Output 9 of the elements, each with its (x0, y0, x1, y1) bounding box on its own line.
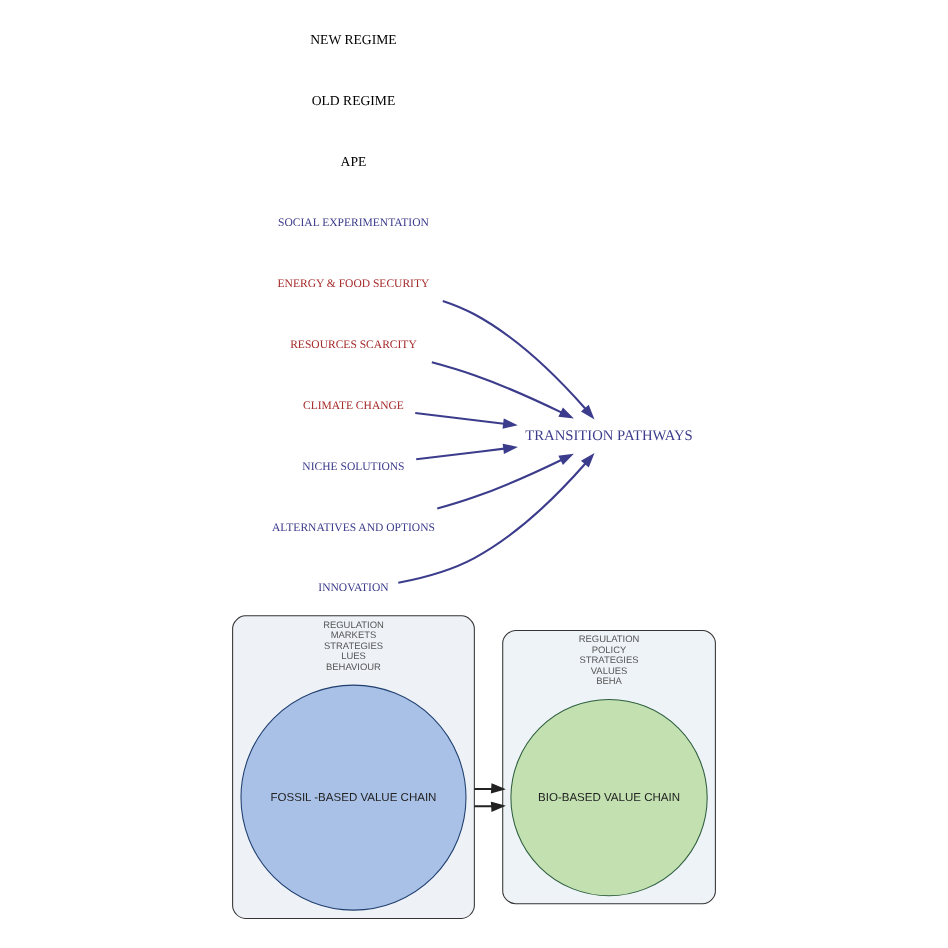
arrow (416, 443, 518, 461)
arrow (437, 453, 574, 510)
arrow (415, 411, 518, 429)
arrow (474, 801, 506, 812)
arrow (398, 452, 595, 584)
arrow (442, 299, 595, 420)
node-text: TRANSITION PATHWAYS (525, 426, 693, 445)
arrow (474, 783, 506, 794)
arrow (431, 361, 574, 419)
